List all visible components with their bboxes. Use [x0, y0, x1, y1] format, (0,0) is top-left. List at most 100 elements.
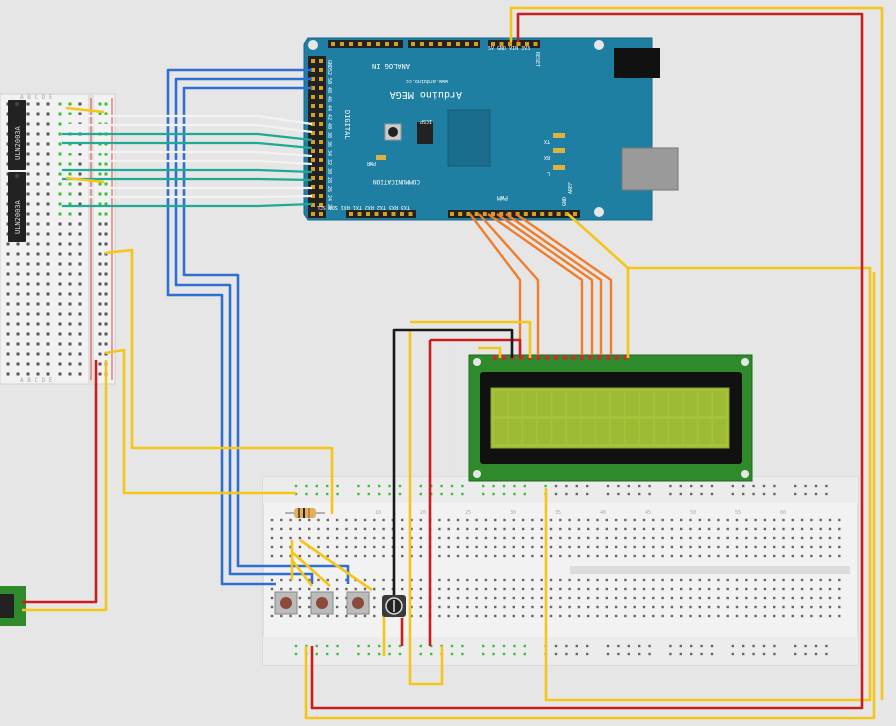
push-button-1[interactable]: [274, 591, 298, 615]
breadboard-hole: [614, 596, 618, 600]
breadboard-hole: [828, 527, 832, 531]
digital-pin-label: 22: [326, 204, 332, 210]
breadboard-hole: [587, 545, 590, 549]
ic-uln2003a-1[interactable]: ULN2003A: [8, 100, 26, 170]
breadboard-hole: [26, 292, 30, 296]
digital-pin-label: 46: [326, 96, 332, 102]
wire: [62, 168, 313, 174]
breadboard-hole: [642, 527, 646, 531]
breadboard-hole: [731, 492, 734, 496]
breadboard-hole: [540, 578, 543, 582]
breadboard-hole: [36, 102, 40, 106]
breadboard-hole: [763, 545, 767, 549]
breadboard-hole: [670, 518, 674, 522]
breadboard-hole: [363, 518, 367, 522]
breadboard-hole: [466, 578, 469, 582]
breadboard-hole: [568, 527, 571, 531]
breadboard-hole: [810, 614, 813, 618]
breadboard-hole: [605, 596, 608, 600]
breadboard-hole: [68, 342, 72, 346]
header-pin: [491, 42, 495, 46]
breadboard-hole: [633, 587, 636, 591]
breadboard-hole: [438, 545, 441, 549]
breadboard-hole: [438, 587, 441, 591]
communication-label: COMMUNICATION: [373, 178, 420, 185]
breadboard-hole: [104, 322, 108, 326]
breadboard-hole: [36, 302, 40, 306]
breadboard-hole: [16, 282, 20, 286]
header-pin: [311, 113, 315, 117]
potentiometer[interactable]: [382, 595, 406, 617]
breadboard-hole: [494, 605, 497, 609]
breadboard-hole: [503, 536, 506, 540]
breadboard-hole: [58, 312, 62, 316]
breadboard-hole: [745, 545, 748, 549]
breadboard-hole: [68, 312, 72, 316]
breadboard-hole: [373, 536, 376, 540]
breadboard-hole: [502, 652, 506, 656]
rx-label: RX: [544, 154, 550, 160]
breadboard-hole: [549, 587, 553, 591]
breadboard-hole: [419, 652, 422, 656]
breadboard-hole: [707, 596, 711, 600]
header-pin: [374, 212, 379, 216]
breadboard-hole: [270, 527, 274, 531]
lcd-cell: [581, 419, 595, 444]
breadboard-hole: [540, 596, 543, 600]
push-button-3[interactable]: [346, 591, 370, 615]
arduino-mega-board[interactable]: Arduino MEGA www.arduino.cc ANALOG IN DI…: [303, 37, 679, 221]
breadboard-hole: [466, 536, 469, 540]
breadboard-hole: [36, 252, 40, 256]
header-pin: [349, 42, 353, 46]
digital-pin-label: 32: [326, 159, 332, 165]
breadboard-hole: [58, 162, 62, 166]
breadboard-hole: [58, 262, 62, 266]
breadboard-hole: [398, 644, 402, 648]
breadboard-hole: [367, 492, 370, 496]
breadboard-hole: [104, 342, 108, 346]
breadboard-hole: [800, 605, 804, 609]
breadboard-hole: [438, 527, 441, 531]
breadboard-hole: [763, 596, 767, 600]
breadboard-hole: [577, 527, 581, 531]
breadboard-hole: [98, 162, 102, 166]
breadboard-hole: [58, 172, 62, 176]
breadboard-hole: [26, 252, 30, 256]
breadboard-hole: [6, 322, 10, 326]
breadboard-hole: [549, 536, 553, 540]
resistor: [285, 508, 325, 518]
breadboard-hole: [68, 282, 72, 286]
breadboard-hole: [484, 536, 488, 540]
breadboard-hole: [388, 652, 391, 656]
breadboard-hole: [104, 192, 108, 196]
breadboard-hole: [810, 587, 813, 591]
breadboard-hole: [6, 282, 10, 286]
push-button-2[interactable]: [310, 591, 334, 615]
breadboard-hole: [46, 172, 50, 176]
breadboard-hole: [456, 596, 460, 600]
lcd-module[interactable]: [468, 354, 753, 482]
breadboard-hole: [46, 102, 50, 106]
header-pin: [319, 140, 323, 144]
wire: [515, 213, 613, 355]
breadboard-hole: [513, 492, 516, 496]
breadboard-hole: [614, 518, 618, 522]
breadboard-hole: [46, 222, 50, 226]
breadboard-hole: [568, 554, 571, 558]
breadboard-hole: [689, 536, 692, 540]
breadboard-hole: [289, 578, 292, 582]
breadboard-hole: [36, 272, 40, 276]
breadboard-hole: [447, 596, 450, 600]
ic-uln2003a-2[interactable]: ULN2003A: [8, 172, 26, 242]
dc-power-jack[interactable]: [0, 586, 26, 626]
breadboard-hole: [638, 492, 641, 496]
header-pin: [311, 176, 315, 180]
breadboard-hole: [308, 614, 311, 618]
breadboard-hole: [502, 644, 506, 648]
breadboard-hole: [605, 614, 608, 618]
wire: [22, 360, 98, 604]
breadboard-hole: [68, 332, 72, 336]
breadboard-hole: [98, 192, 102, 196]
breadboard-hole: [540, 614, 543, 618]
breadboard-hole: [512, 614, 515, 618]
